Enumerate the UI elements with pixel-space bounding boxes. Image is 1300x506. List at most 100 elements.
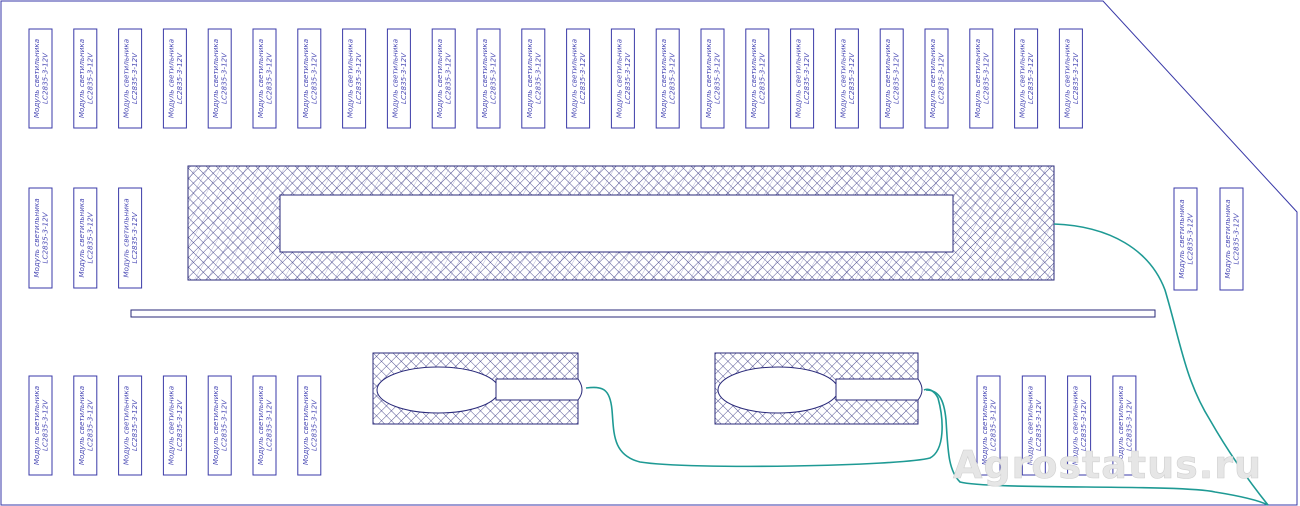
module-label-line1: Модуль светильника — [480, 39, 489, 118]
module-label-line2: LC2835-3-12V — [354, 52, 363, 104]
module-label-line1: Модуль светильника — [211, 39, 220, 118]
cable-fixture-right — [925, 389, 1269, 506]
module-label-line1: Модуль светильника — [256, 39, 265, 118]
module-label-line2: LC2835-3-12V — [265, 52, 274, 104]
module-label: Модуль светильникаLC2835-3-12V — [346, 39, 364, 118]
module-box: Модуль светильникаLC2835-3-12V — [28, 28, 53, 129]
module-box-frame — [655, 28, 680, 129]
module-label: Модуль светильникаLC2835-3-12V — [122, 39, 140, 118]
module-box: Модуль светильникаLC2835-3-12V — [1021, 375, 1046, 476]
module-label-line2: LC2835-3-12V — [1079, 399, 1088, 451]
module-label-line1: Модуль светильника — [1071, 386, 1080, 465]
module-label: Модуль светильникаLC2835-3-12V — [122, 198, 140, 277]
module-label-line1: Модуль светильника — [77, 386, 86, 465]
module-box: Модуль светильникаLC2835-3-12V — [1219, 187, 1244, 291]
module-box: Модуль светильникаLC2835-3-12V — [976, 375, 1001, 476]
module-label-line2: LC2835-3-12V — [937, 52, 946, 104]
module-label-line2: LC2835-3-12V — [847, 52, 856, 104]
module-box-frame — [1219, 187, 1244, 291]
module-label: Модуль светильникаLC2835-3-12V — [614, 39, 632, 118]
module-label: Модуль светильникаLC2835-3-12V — [390, 39, 408, 118]
module-label: Модуль светильникаLC2835-3-12V — [1018, 39, 1036, 118]
module-box: Модуль светильникаLC2835-3-12V — [207, 375, 232, 476]
module-label: Модуль светильникаLC2835-3-12V — [32, 198, 50, 277]
module-label-line2: LC2835-3-12V — [489, 52, 498, 104]
slab-inner-opening — [279, 194, 954, 253]
module-box-frame — [834, 28, 859, 129]
cable-slab — [1053, 223, 1269, 506]
module-box: Модуль светильникаLC2835-3-12V — [342, 28, 367, 129]
module-box-frame — [1021, 375, 1046, 476]
module-label-line2: LC2835-3-12V — [1124, 399, 1133, 451]
module-label: Модуль светильникаLC2835-3-12V — [1223, 199, 1241, 278]
module-label: Модуль светильникаLC2835-3-12V — [794, 39, 812, 118]
module-box-frame — [252, 375, 277, 476]
module-box-frame — [431, 28, 456, 129]
module-label: Модуль светильникаLC2835-3-12V — [166, 39, 184, 118]
module-label-line1: Модуль светильника — [122, 386, 131, 465]
module-label-line1: Модуль светильника — [301, 386, 310, 465]
module-box: Модуль светильникаLC2835-3-12V — [834, 28, 859, 129]
module-label: Модуль светильникаLC2835-3-12V — [77, 198, 95, 277]
module-box: Модуль светильникаLC2835-3-12V — [1067, 375, 1092, 476]
module-box-frame — [73, 28, 98, 129]
module-label-line2: LC2835-3-12V — [130, 399, 139, 451]
module-box-frame — [118, 28, 143, 129]
module-box: Модуль светильникаLC2835-3-12V — [73, 187, 98, 289]
module-label-line2: LC2835-3-12V — [220, 399, 229, 451]
module-box: Модуль светильникаLC2835-3-12V — [297, 28, 322, 129]
module-label-line2: LC2835-3-12V — [1071, 52, 1080, 104]
module-label-line2: LC2835-3-12V — [713, 52, 722, 104]
module-box: Модуль светильникаLC2835-3-12V — [879, 28, 904, 129]
module-box: Модуль светильникаLC2835-3-12V — [610, 28, 635, 129]
module-box: Модуль светильникаLC2835-3-12V — [73, 28, 98, 129]
module-label-line1: Модуль светильника — [614, 39, 623, 118]
module-box-frame — [162, 28, 187, 129]
module-box: Модуль светильникаLC2835-3-12V — [790, 28, 815, 129]
module-label: Модуль светильникаLC2835-3-12V — [883, 39, 901, 118]
module-label: Модуль светильникаLC2835-3-12V — [838, 39, 856, 118]
module-label: Модуль светильникаLC2835-3-12V — [1071, 386, 1089, 465]
module-label: Модуль светильникаLC2835-3-12V — [1025, 386, 1043, 465]
module-box: Модуль светильникаLC2835-3-12V — [1173, 187, 1198, 291]
module-label: Модуль светильникаLC2835-3-12V — [1116, 386, 1134, 465]
module-label-line1: Модуль светильника — [1025, 386, 1034, 465]
module-box: Модуль светильникаLC2835-3-12V — [1014, 28, 1039, 129]
module-label-line2: LC2835-3-12V — [1026, 52, 1035, 104]
module-label: Модуль светильникаLC2835-3-12V — [301, 39, 319, 118]
module-label-line1: Модуль светильника — [794, 39, 803, 118]
module-label-line1: Модуль светильника — [1018, 39, 1027, 118]
fixture-left-lamp — [376, 366, 500, 414]
module-label-line2: LC2835-3-12V — [578, 52, 587, 104]
module-label-line1: Модуль светильника — [32, 198, 41, 277]
fixture-left-nozzle — [495, 378, 583, 401]
module-box: Модуль светильникаLC2835-3-12V — [431, 28, 456, 129]
module-label-line1: Модуль светильника — [166, 386, 175, 465]
module-label-line1: Модуль светильника — [301, 39, 310, 118]
module-box-frame — [1058, 28, 1083, 129]
module-box: Модуль светильникаLC2835-3-12V — [1058, 28, 1083, 129]
module-box-frame — [610, 28, 635, 129]
module-label-line1: Модуль светильника — [346, 39, 355, 118]
module-label: Модуль светильникаLC2835-3-12V — [704, 39, 722, 118]
module-label-line2: LC2835-3-12V — [130, 52, 139, 104]
module-label-line1: Модуль светильника — [166, 39, 175, 118]
module-box-frame — [28, 187, 53, 289]
module-box: Модуль светильникаLC2835-3-12V — [745, 28, 770, 129]
module-box-frame — [252, 28, 277, 129]
module-label-line2: LC2835-3-12V — [309, 52, 318, 104]
module-label-line2: LC2835-3-12V — [309, 399, 318, 451]
module-label-line1: Модуль светильника — [659, 39, 668, 118]
module-box: Модуль светильникаLC2835-3-12V — [118, 375, 143, 476]
module-box: Модуль светильникаLC2835-3-12V — [1112, 375, 1137, 476]
module-label-line1: Модуль светильника — [883, 39, 892, 118]
module-group-middle-right: Модуль светильникаLC2835-3-12V Модуль све… — [1173, 187, 1244, 291]
module-label: Модуль светильникаLC2835-3-12V — [749, 39, 767, 118]
module-label-line1: Модуль светильника — [122, 39, 131, 118]
module-box: Модуль светильникаLC2835-3-12V — [162, 375, 187, 476]
